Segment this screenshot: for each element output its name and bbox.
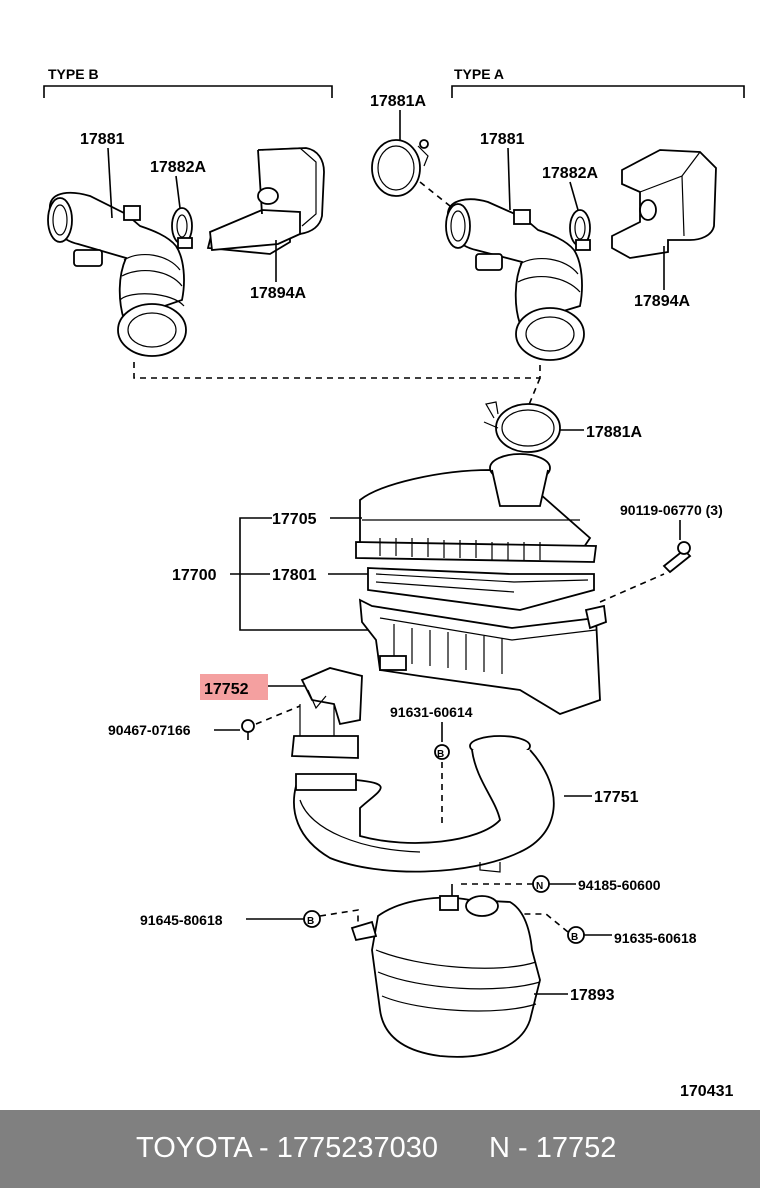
type-a-bracket: TYPE A: [451, 66, 745, 98]
air-filter-element: [367, 567, 595, 611]
footer-bar: TOYOTA - 1775237030 N - 17752: [0, 1110, 760, 1188]
label-91631-60614: 91631-60614: [390, 704, 473, 720]
label-type-a-17881: 17881: [480, 131, 525, 148]
type-a-resonator: [611, 149, 717, 259]
footer-ref-number: N - 17752: [489, 1132, 617, 1164]
label-90119-06770: 90119-06770 (3): [620, 502, 723, 518]
footer-part-number: TOYOTA - 1775237030: [136, 1132, 439, 1164]
label-17801: 17801: [272, 567, 317, 584]
type-a-clamp: [569, 209, 591, 251]
badge-b-91635: B: [571, 932, 578, 943]
label-91645-80618: 91645-80618: [140, 912, 223, 928]
clip-90467: [241, 719, 255, 740]
mid-clamp-17881a: [483, 401, 561, 453]
label-17752[interactable]: 17752: [204, 681, 249, 698]
label-type-a-17882a: 17882A: [542, 165, 598, 182]
type-b-label: TYPE B: [48, 66, 99, 82]
label-94185-60600: 94185-60600: [578, 877, 661, 893]
label-type-b-17894a: 17894A: [250, 285, 306, 302]
label-17881a-mid: 17881A: [586, 424, 642, 441]
type-a-clamp-top: [371, 139, 429, 197]
badge-n-94185: N: [536, 881, 543, 892]
label-type-b-17882a: 17882A: [150, 159, 206, 176]
label-17881a-top: 17881A: [370, 93, 426, 110]
type-a-label: TYPE A: [454, 66, 504, 82]
label-type-b-17881: 17881: [80, 131, 125, 148]
type-b-intake-hose: [47, 191, 187, 357]
highlight-17752: [200, 674, 268, 700]
air-cleaner-case: [358, 598, 607, 715]
figure-number: 170431: [680, 1083, 733, 1100]
label-17705: 17705: [272, 511, 317, 528]
part-17752-duct: [291, 667, 363, 759]
part-17751-duct: [293, 735, 555, 873]
parts-diagram: TYPE B TYPE A 17881 17882A 17894A: [43, 66, 745, 1100]
part-17893-resonator: [350, 895, 541, 1058]
label-17893: 17893: [570, 987, 615, 1004]
type-b-clamp: [171, 207, 193, 249]
badge-b-91645: B: [307, 916, 314, 927]
label-17700: 17700: [172, 567, 217, 584]
label-91635-60618: 91635-60618: [614, 930, 697, 946]
label-90467-07166: 90467-07166: [108, 722, 191, 738]
label-type-a-17894a: 17894A: [634, 293, 690, 310]
type-b-resonator: [206, 147, 325, 255]
bolt-90119: [662, 541, 692, 574]
badge-b-91631: B: [437, 749, 444, 760]
type-b-bracket: TYPE B: [43, 66, 333, 98]
air-cleaner-cap: [355, 453, 598, 563]
type-a-intake-hose: [445, 198, 585, 361]
label-17751: 17751: [594, 789, 639, 806]
